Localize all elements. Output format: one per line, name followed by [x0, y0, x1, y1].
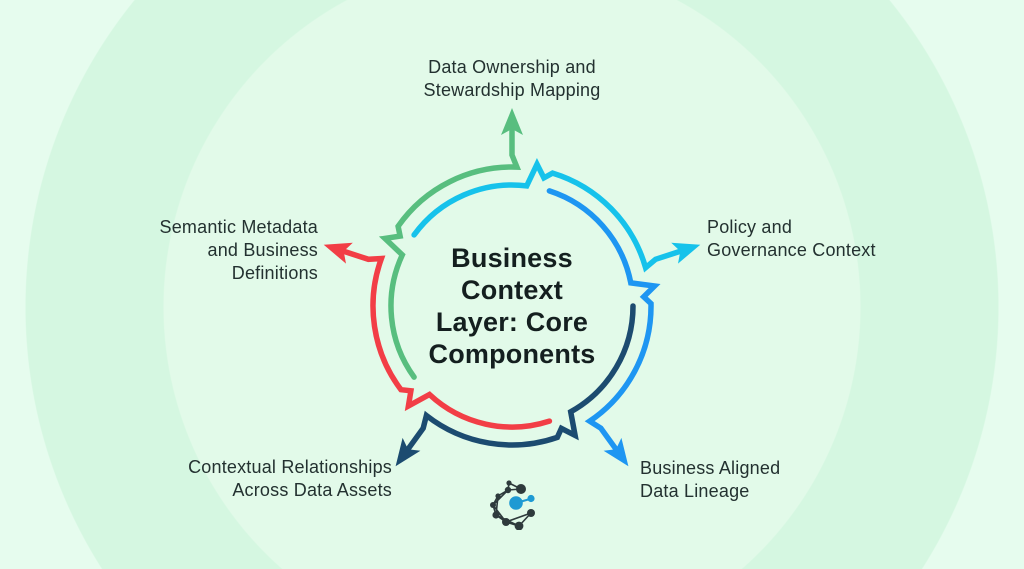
contextual-relationships-arrowhead — [395, 437, 421, 467]
data-ownership-stewardship-arrowhead — [501, 108, 523, 135]
label-line: Data Ownership and — [428, 57, 596, 77]
title-line: Context — [461, 275, 563, 305]
label-line: Semantic Metadata — [159, 217, 318, 237]
label-policy-governance: Policy and Governance Context — [707, 216, 876, 262]
network-logo-icon — [490, 480, 535, 530]
label-contextual-relationships: Contextual Relationships Across Data Ass… — [188, 456, 392, 502]
label-line: and Business — [207, 240, 318, 260]
semantic-metadata-arc — [340, 248, 553, 430]
label-line: Contextual Relationships — [188, 457, 392, 477]
semantic-metadata-segment — [323, 242, 553, 430]
title-line: Business — [451, 243, 573, 273]
label-data-ownership-stewardship: Data Ownership and Stewardship Mapping — [424, 56, 601, 102]
business-aligned-lineage-arc — [546, 188, 661, 452]
semantic-metadata-arrowhead — [323, 242, 353, 264]
policy-governance-segment — [411, 157, 701, 273]
title-line: Layer: Core — [435, 307, 589, 337]
policy-governance-arrowhead — [671, 242, 701, 264]
title-line: Components — [428, 339, 596, 369]
business-aligned-lineage-arrowhead — [603, 437, 629, 467]
policy-governance-arc — [411, 157, 684, 273]
label-semantic-metadata: Semantic Metadata and Business Definitio… — [160, 216, 318, 285]
label-line: Policy and — [707, 217, 793, 237]
label-line: Data Lineage — [640, 481, 750, 501]
contextual-relationships-arc — [405, 303, 636, 452]
contextual-relationships-segment — [395, 303, 636, 467]
logo-accent-node — [509, 494, 535, 510]
data-ownership-stewardship-segment — [378, 108, 523, 380]
label-line: Definitions — [231, 263, 318, 283]
label-line: Stewardship Mapping — [423, 80, 601, 100]
label-business-aligned-lineage: Business Aligned Data Lineage — [640, 457, 780, 503]
business-aligned-lineage-segment — [546, 188, 661, 467]
label-line: Across Data Assets — [232, 480, 392, 500]
logo-nodes — [490, 480, 535, 530]
diagram-center-title: Business Context Layer: Core Components — [429, 242, 596, 370]
label-line: Governance Context — [707, 240, 876, 260]
data-ownership-stewardship-arc — [378, 126, 522, 380]
label-line: Business Aligned — [640, 458, 781, 478]
